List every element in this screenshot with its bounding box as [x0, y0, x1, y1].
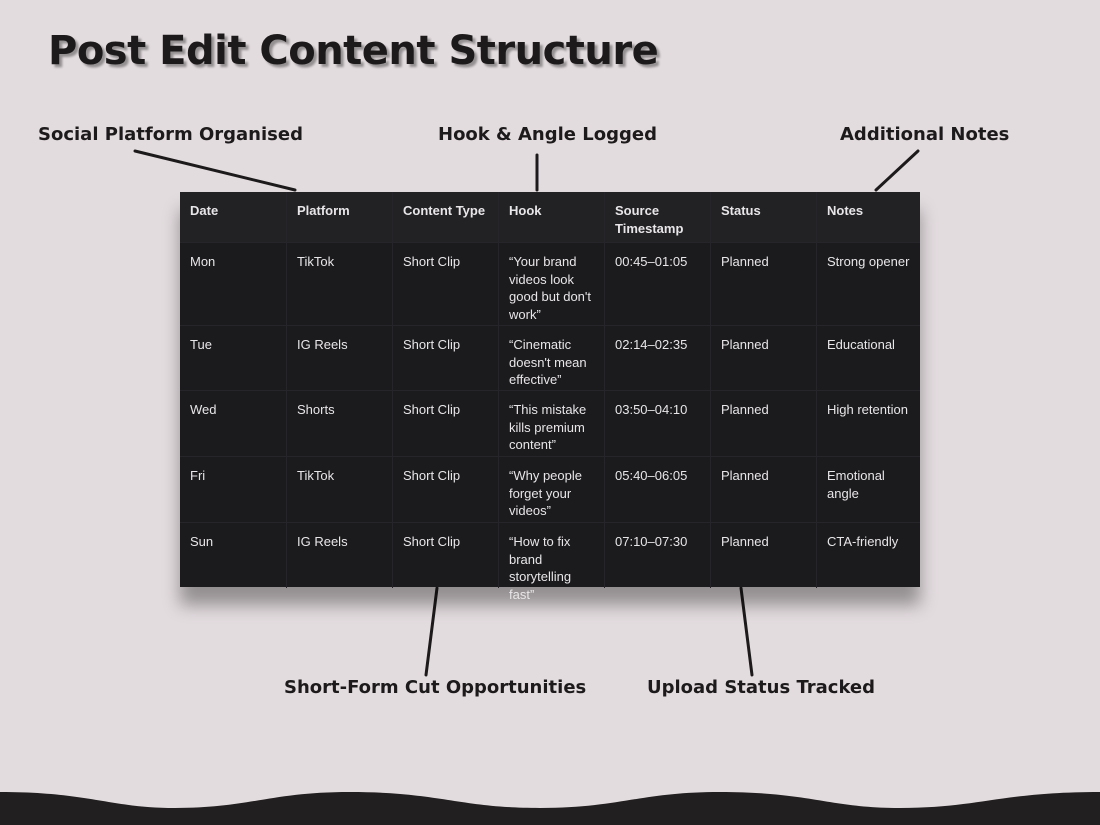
cell-date: Fri	[190, 468, 206, 483]
annotation-cuts: Short-Form Cut Opportunities	[284, 677, 587, 698]
cell-content-type: Short Clip	[392, 243, 498, 326]
header-source-timestamp: Source Timestamp	[604, 192, 710, 242]
cell-hook: “How to fix brand storytelling fast”	[498, 523, 604, 602]
cell-content-type: Short Clip	[392, 523, 498, 588]
cell-platform: TikTok	[286, 457, 392, 523]
cell-date: Sun	[190, 534, 214, 549]
cell-status: Planned	[710, 243, 816, 326]
annotation-status: Upload Status Tracked	[647, 677, 876, 698]
header-platform: Platform	[286, 192, 392, 242]
cell-notes: Strong opener	[816, 243, 922, 326]
header-notes: Notes	[816, 192, 922, 242]
cell-notes: Emotional angle	[816, 457, 922, 523]
cell-hook: “Cinematic doesn't mean effective”	[498, 326, 604, 391]
cell-content-type: Short Clip	[392, 457, 498, 523]
cell-hook: “Your brand videos look good but don't w…	[498, 243, 604, 326]
bottom-wave	[0, 792, 1100, 825]
cell-platform: TikTok	[286, 243, 392, 326]
notes-pointer	[874, 149, 920, 192]
cell-platform: IG Reels	[286, 523, 392, 588]
cuts-pointer	[424, 586, 439, 677]
cell-source-timestamp: 03:50–04:10	[604, 391, 710, 457]
cell-status: Planned	[710, 391, 816, 457]
cell-source-timestamp: 00:45–01:05	[604, 243, 710, 326]
cell-status: Planned	[710, 326, 816, 391]
cell-date: Wed	[190, 402, 217, 417]
cell-hook: “Why people forget your videos”	[498, 457, 604, 523]
cell-status: Planned	[710, 457, 816, 523]
platform-pointer	[133, 149, 297, 192]
cell-status: Planned	[710, 523, 816, 588]
cell-content-type: Short Clip	[392, 326, 498, 391]
cell-source-timestamp: 07:10–07:30	[604, 523, 710, 588]
page-title: Post Edit Content Structure	[48, 28, 659, 74]
header-hook: Hook	[498, 192, 604, 242]
header-status: Status	[710, 192, 816, 242]
annotation-platform: Social Platform Organised	[38, 124, 303, 145]
status-pointer	[739, 586, 754, 677]
cell-content-type: Short Clip	[392, 391, 498, 457]
cell-notes: CTA-friendly	[816, 523, 922, 588]
cell-date: Mon	[190, 254, 216, 269]
cell-source-timestamp: 05:40–06:05	[604, 457, 710, 523]
cell-notes: Educational	[816, 326, 922, 391]
header-date: Date	[190, 203, 219, 218]
cell-hook: “This mistake kills premium content”	[498, 391, 604, 457]
cell-source-timestamp: 02:14–02:35	[604, 326, 710, 391]
header-content-type: Content Type	[392, 192, 498, 242]
annotation-notes: Additional Notes	[840, 124, 1010, 145]
cell-date: Tue	[190, 337, 212, 352]
cell-platform: Shorts	[286, 391, 392, 457]
annotation-hook: Hook & Angle Logged	[438, 124, 657, 145]
cell-notes: High retention	[816, 391, 922, 457]
cell-platform: IG Reels	[286, 326, 392, 391]
